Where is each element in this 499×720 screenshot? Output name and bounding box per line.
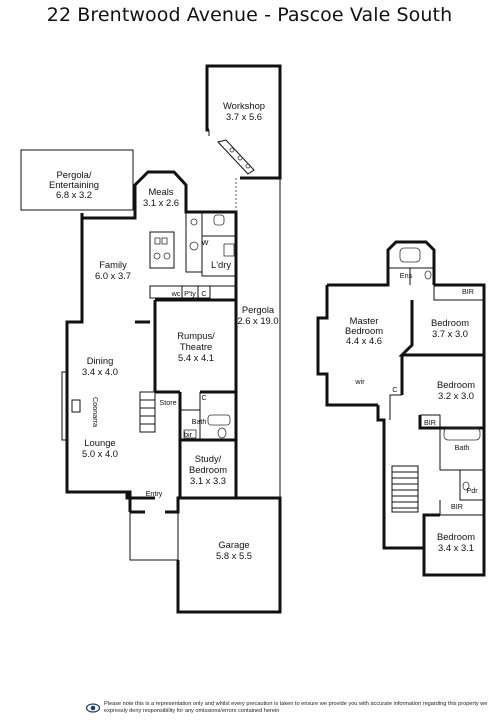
eye-logo-icon: [86, 703, 100, 713]
workshop-name: Workshop: [223, 100, 265, 111]
bedroom4-name: Bedroom: [437, 531, 475, 542]
bir-upper-label-1: BIR: [462, 287, 474, 296]
lounge-size: 5.0 x 4.0: [82, 448, 118, 459]
cupboard-label-3: C: [392, 385, 397, 394]
study-name1: Study/: [195, 453, 222, 464]
wir-label: wir: [354, 377, 365, 386]
rumpus-name1: Rumpus/: [177, 330, 215, 341]
pergola-name: Pergola: [242, 304, 275, 315]
upper-walls: [316, 240, 486, 577]
pergola-size: 2.6 x 19.0: [237, 315, 278, 326]
dining-name: Dining: [87, 355, 114, 366]
wc-label: wc: [171, 289, 181, 298]
bir-ground-label: bir: [184, 430, 193, 439]
entry-label: Entry: [146, 489, 163, 498]
kitchen-fixtures: W L'dry wc P'ty C: [149, 211, 237, 301]
family-name: Family: [99, 259, 127, 270]
garage-name: Garage: [218, 539, 249, 550]
pergola-entertaining-size: 6.8 x 3.2: [56, 189, 92, 200]
bir-upper-label-3: BIR: [451, 502, 463, 511]
garage-size: 5.8 x 5.5: [216, 550, 252, 561]
family-size: 6.0 x 3.7: [95, 270, 131, 281]
bedroom4-size: 3.4 x 3.1: [438, 542, 474, 553]
study-size: 3.1 x 3.3: [190, 475, 226, 486]
rumpus-name2: Theatre: [180, 341, 212, 352]
cupboard-label-1: C: [201, 289, 206, 298]
dining-size: 3.4 x 4.0: [82, 366, 118, 377]
bedroom2-name: Bedroom: [431, 317, 469, 328]
lounge-name: Lounge: [84, 437, 115, 448]
rumpus-size: 5.4 x 4.1: [178, 352, 214, 363]
powder-room-label: Pdr: [466, 486, 478, 495]
coonarra-label: Coonarra: [91, 397, 100, 427]
meals-size: 3.1 x 2.6: [143, 197, 179, 208]
garage-room: Garage 5.8 x 5.5: [176, 496, 282, 614]
workshop-size: 3.7 x 5.6: [226, 111, 262, 122]
living-fixtures: [71, 391, 231, 439]
study-name2: Bedroom: [189, 464, 227, 475]
plan-title: 22 Brentwood Avenue - Pascoe Vale South: [46, 4, 453, 26]
pergola-strip: Pergola 2.6 x 19.0: [235, 178, 281, 498]
pantry-label: P'ty: [184, 289, 196, 298]
bath-upper-label: Bath: [455, 443, 470, 452]
w-label: W: [202, 238, 209, 247]
ensuite-label: Ens: [400, 271, 413, 280]
master-size: 4.4 x 4.6: [346, 335, 382, 346]
pergola-entertaining-area: Pergola/ Entertaining 6.8 x 3.2: [20, 149, 134, 211]
bir-upper-label-2: BIR: [424, 418, 436, 427]
upper-stairs: [391, 465, 419, 513]
store-label: Store: [159, 398, 176, 407]
cupboard-label-2: C: [201, 393, 206, 402]
bath-tub-icon: [443, 427, 481, 441]
master-name2: Bedroom: [345, 325, 383, 336]
ensuite-toilet-icon: [424, 270, 432, 280]
bedroom3-name: Bedroom: [437, 379, 475, 390]
pdr-toilet-icon: [462, 481, 470, 491]
pergola-entertaining-name1: Pergola/: [57, 169, 92, 180]
bath-ground-label: Bath: [192, 417, 207, 426]
ground-floor: Workshop 3.7 x 5.6 Pergola/ Entertaining…: [20, 64, 282, 614]
upper-floor: Ens BIR Master Bedroom 4.4 x 4.6 Bedroom…: [316, 240, 486, 577]
meals-name: Meals: [148, 186, 173, 197]
workshop-room: Workshop 3.7 x 5.6: [205, 64, 282, 180]
bedroom3-size: 3.2 x 3.0: [438, 390, 474, 401]
ground-stairs: [139, 391, 156, 433]
disclaimer-text: Please note this is a representation onl…: [104, 701, 488, 714]
master-name1: Master: [350, 315, 379, 326]
ensuite-bath-icon: [399, 247, 421, 263]
laundry-label: L'dry: [211, 259, 231, 270]
bedroom2-size: 3.7 x 3.0: [432, 328, 468, 339]
pergola-entertaining-name2: Entertaining: [49, 179, 99, 190]
